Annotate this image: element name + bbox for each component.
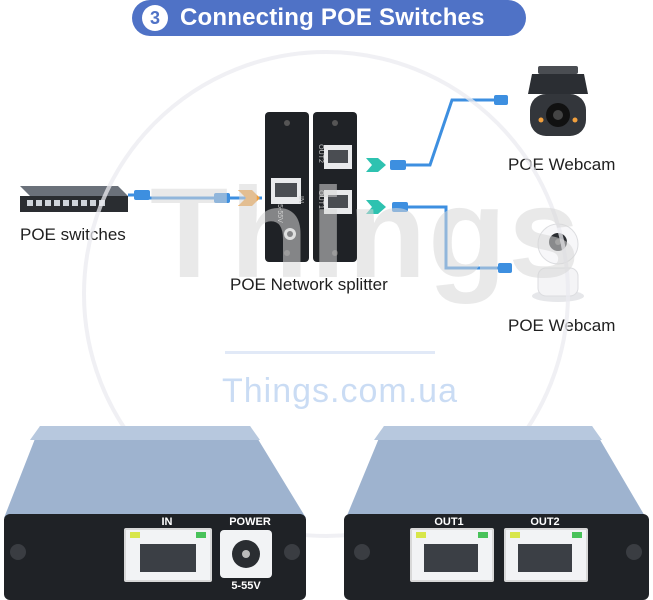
out2-ethernet-port[interactable] [504,528,588,582]
step-number: 3 [142,5,168,31]
watermark-text: Things [150,162,582,305]
step-title-pill: 3 Connecting POE Switches [132,0,526,36]
ptz-camera-icon [528,66,588,136]
power-port-label: POWER [229,516,271,528]
watermark-circle [82,50,570,538]
out2-port-label: OUT2 [530,516,560,528]
in-port-label: IN [161,516,173,528]
power-jack[interactable] [220,530,272,578]
watermark-url: Things.com.ua [222,372,458,410]
step-title: Connecting POE Switches [180,4,485,31]
device-body-graphic [344,426,649,600]
in-ethernet-port[interactable] [124,528,212,582]
out1-ethernet-port[interactable] [410,528,494,582]
out1-port-label: OUT1 [434,516,464,528]
watermark-divider [225,351,435,354]
bottom-device-output-side: OUT1 OUT2 [340,420,653,600]
bottom-device-input-side: IN POWER 5-55V [0,420,310,600]
voltage-label: 5-55V [231,580,261,592]
